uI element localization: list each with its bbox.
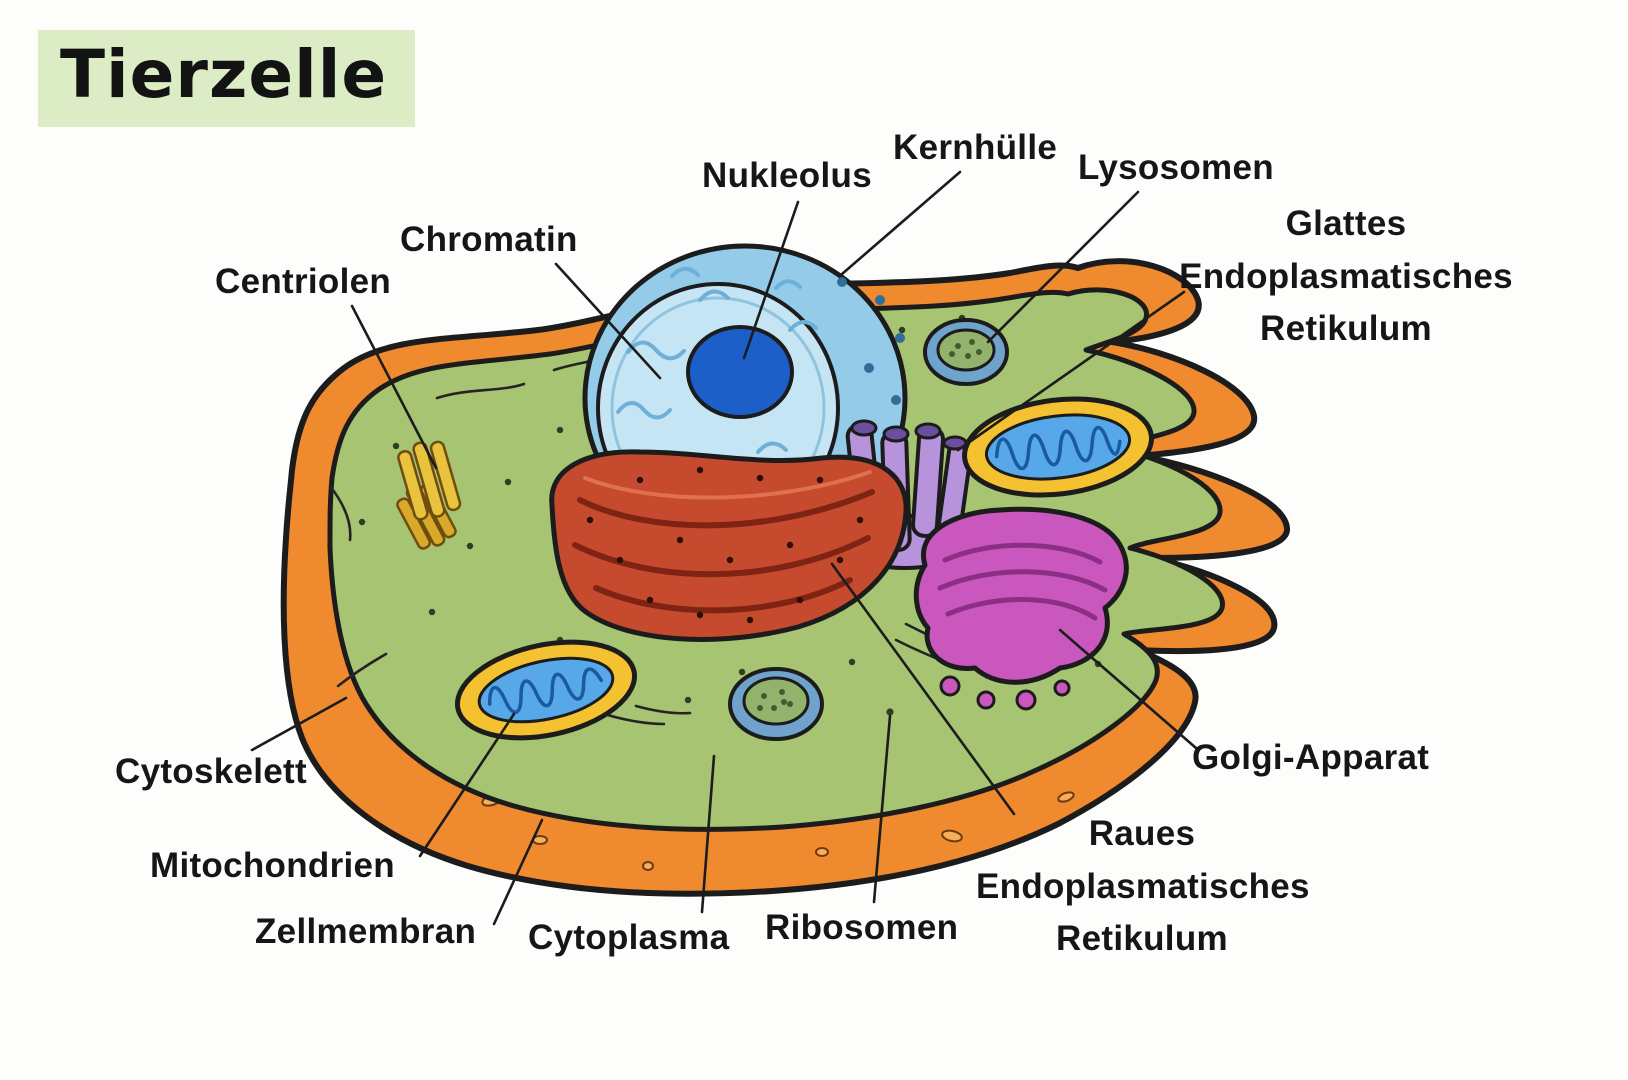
- label-golgi-apparat: Golgi-Apparat: [1192, 738, 1430, 777]
- label-centriolen: Centriolen: [215, 262, 392, 301]
- label-nukleolus: Nukleolus: [702, 156, 872, 195]
- diagram-title-box: Tierzelle: [38, 30, 416, 127]
- golgi-apparatus: [913, 506, 1129, 711]
- label-raues-er-line3: Retikulum: [1056, 919, 1228, 958]
- label-glattes-er: Glattes Endoplasmatisches Retikulum: [1178, 198, 1514, 356]
- leader-cytoskelett: [250, 696, 348, 752]
- mitochondrion-lower: [454, 639, 638, 741]
- leader-cytoplasma: [700, 754, 716, 914]
- page-title: Tierzelle: [60, 36, 388, 113]
- rough-er: [549, 449, 909, 642]
- label-lysosomen: Lysosomen: [1078, 148, 1274, 187]
- leader-golgi: [1058, 628, 1198, 750]
- label-cytoskelett: Cytoskelett: [115, 752, 307, 791]
- leader-raues-er: [830, 562, 1016, 816]
- label-glattes-er-line2: Endoplasmatisches: [1179, 256, 1513, 296]
- leader-centriolen: [350, 304, 438, 470]
- label-glattes-er-line3: Retikulum: [1260, 309, 1432, 348]
- leader-chromatin: [554, 262, 662, 380]
- label-glattes-er-line1: Glattes: [1285, 204, 1407, 243]
- label-zellmembran: Zellmembran: [255, 912, 477, 951]
- leader-mitochondrien: [418, 712, 516, 858]
- nucleolus-shape: [686, 325, 794, 419]
- label-kernhuelle: Kernhülle: [893, 128, 1058, 167]
- mitochondrion-upper: [962, 396, 1154, 498]
- er-ribosome-dots: [586, 466, 864, 624]
- label-cytoplasma: Cytoplasma: [528, 918, 730, 957]
- leader-ribosomen: [872, 714, 892, 904]
- lysosome-lower: [728, 667, 824, 741]
- golgi-vesicles: [939, 675, 1071, 711]
- centriole: [396, 440, 462, 550]
- lysosome-upper: [923, 318, 1009, 386]
- leader-zellmembran: [492, 818, 544, 926]
- label-mitochondrien: Mitochondrien: [150, 846, 395, 885]
- label-chromatin: Chromatin: [400, 220, 578, 259]
- leader-lines: [250, 170, 1198, 926]
- label-raues-er-line1: Raues: [1088, 814, 1196, 853]
- leader-nukleolus: [742, 200, 800, 360]
- leader-glattes-er: [956, 290, 1186, 452]
- leader-kernhuelle: [840, 170, 962, 276]
- label-raues-er: Raues Endoplasmatisches Retikulum: [976, 808, 1310, 966]
- label-ribosomen: Ribosomen: [765, 908, 959, 947]
- leader-lysosomen: [986, 190, 1140, 344]
- label-raues-er-line2: Endoplasmatisches: [976, 866, 1310, 906]
